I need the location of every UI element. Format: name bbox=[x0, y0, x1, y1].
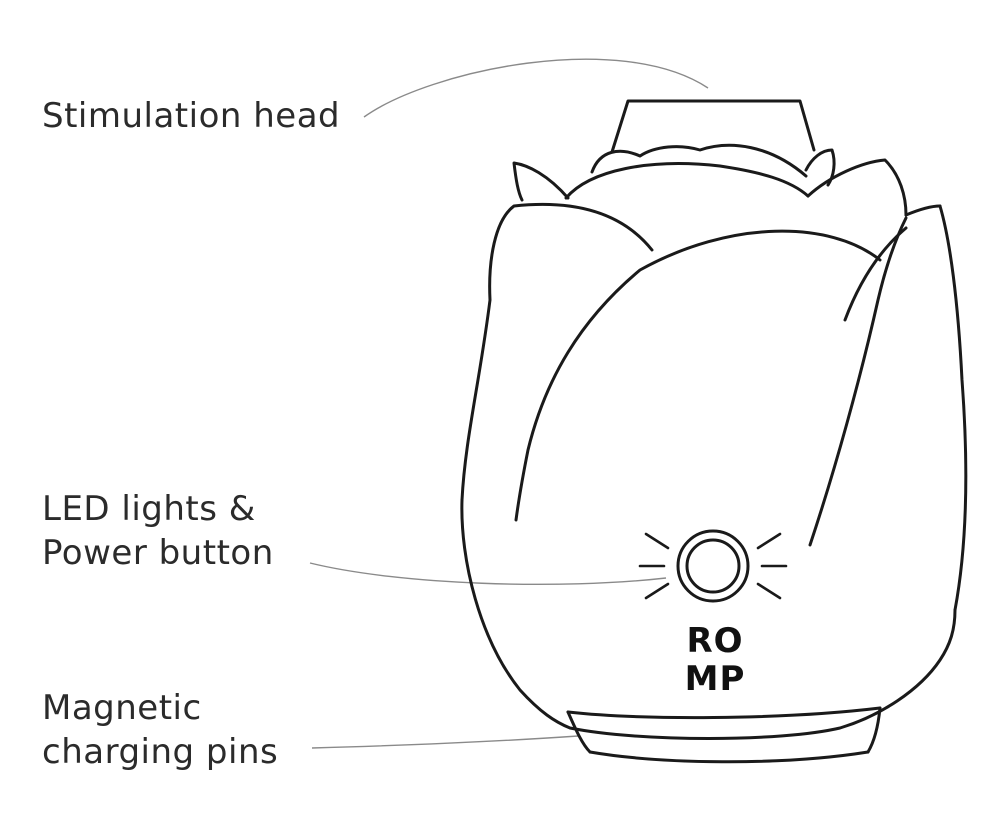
callout-label-stimulation-head: Stimulation head bbox=[42, 94, 340, 138]
brand-logo: RO MP bbox=[685, 621, 746, 699]
petal-right-fold bbox=[843, 226, 908, 322]
device-outline bbox=[460, 99, 968, 764]
power-button-inner-ring bbox=[685, 538, 741, 594]
callout-line: Magnetic bbox=[42, 688, 202, 728]
led-ray bbox=[756, 532, 782, 550]
leader-line-power-button bbox=[309, 562, 667, 586]
leader-line-stimulation-head bbox=[363, 58, 709, 118]
led-ray bbox=[644, 582, 670, 600]
petal-spike-left bbox=[512, 161, 570, 202]
led-ray bbox=[756, 582, 782, 600]
petal-right-upper bbox=[806, 158, 908, 217]
petal-right-outer bbox=[938, 204, 968, 612]
petal-right-inner bbox=[808, 216, 908, 547]
petal-small-right bbox=[804, 148, 836, 187]
stimulation-head bbox=[610, 99, 816, 154]
callout-line: charging pins bbox=[42, 732, 279, 772]
led-light-rays-icon bbox=[638, 532, 788, 600]
body-outline bbox=[460, 498, 957, 740]
charging-base-bottom bbox=[588, 750, 870, 764]
charging-base-top bbox=[566, 706, 882, 720]
charging-base-left bbox=[566, 710, 592, 754]
charging-base-right bbox=[866, 706, 882, 754]
petal-center-fold bbox=[514, 229, 882, 522]
callout-label-led-power-button: LED lights & Power button bbox=[42, 487, 274, 575]
callout-line: Power button bbox=[42, 533, 274, 573]
brand-logo-line2: MP bbox=[685, 659, 746, 699]
led-ray bbox=[644, 532, 670, 550]
brand-logo-line1: RO bbox=[686, 621, 743, 661]
petal-front-left bbox=[460, 202, 654, 502]
inner-bud bbox=[564, 162, 810, 200]
callout-label-charging-pins: Magnetic charging pins bbox=[42, 686, 278, 774]
leader-line-charging-pins bbox=[311, 735, 579, 749]
petal-right-tip bbox=[904, 204, 942, 217]
power-button-outer-ring bbox=[676, 529, 750, 603]
leader-lines bbox=[309, 58, 709, 749]
power-button-icon bbox=[676, 529, 750, 603]
callout-line: LED lights & bbox=[42, 489, 256, 529]
callout-line: Stimulation head bbox=[42, 96, 341, 136]
petal-back-left bbox=[590, 143, 808, 178]
